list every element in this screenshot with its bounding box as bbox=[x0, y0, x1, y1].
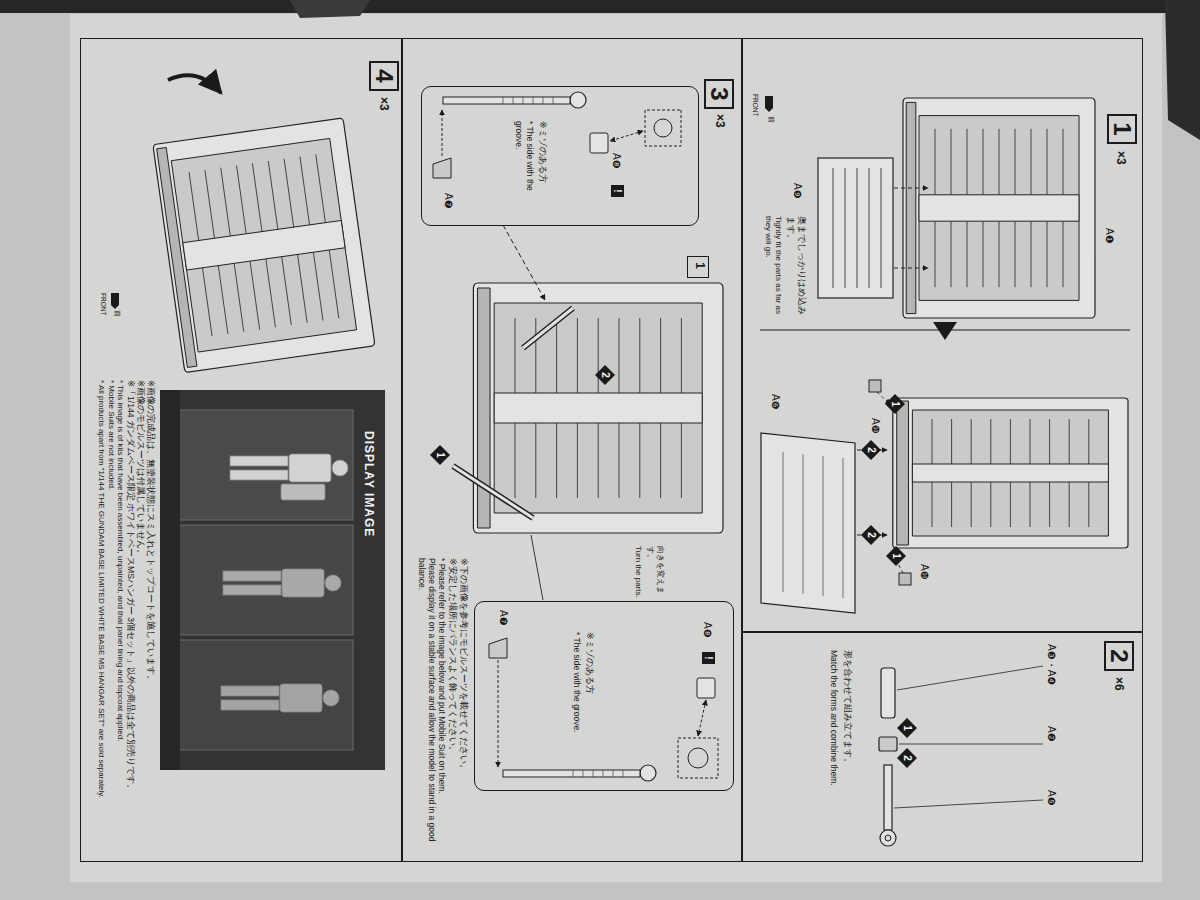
step-number: 1 bbox=[1107, 114, 1137, 144]
step-panel: 1 ×3 bbox=[742, 38, 1143, 632]
callout-box: A❽! ※ミゾのある方* The side with the groove. A❼ bbox=[421, 86, 699, 226]
callout-number: 2 bbox=[862, 441, 880, 459]
reference-box: 1 bbox=[687, 256, 709, 278]
callout-number: 1 bbox=[431, 446, 449, 464]
hangar-with-rods bbox=[453, 225, 723, 600]
quantity: ×6 bbox=[1111, 677, 1126, 691]
part-label: A❸・A❹ bbox=[1045, 644, 1058, 685]
step-number: 3 bbox=[704, 79, 734, 109]
step-panel: 2 ×6 bbox=[742, 632, 1143, 862]
note-text: * Please refer to the image below and pu… bbox=[437, 558, 447, 858]
reference-number: 1 bbox=[691, 257, 708, 274]
part-label: A❻ bbox=[769, 394, 782, 410]
step-number: 4 bbox=[369, 61, 399, 91]
front-mark: FRONT bbox=[751, 94, 759, 116]
callout-number: 2 bbox=[596, 366, 614, 384]
step-number: 2 bbox=[1104, 641, 1134, 671]
callout-number: 2 bbox=[898, 749, 916, 767]
note-text: 奥までしっかりはめ込みます。 bbox=[785, 216, 808, 316]
part-label: A❾ bbox=[791, 183, 804, 199]
part-label: A❽ bbox=[610, 153, 623, 169]
note-text: Please display it on a stable surface an… bbox=[417, 558, 437, 858]
note-column: ※下の画像を参考にモビルスーツを載せてください。※安定した場所にバランスよく飾っ… bbox=[417, 558, 469, 858]
callout-number: 1 bbox=[898, 719, 916, 737]
part-label: A❼ bbox=[442, 193, 455, 209]
hangar-tilted bbox=[153, 75, 375, 372]
note-text: ※下の画像を参考にモビルスーツを載せてください。 bbox=[458, 558, 469, 858]
photo-title: DISPLAY IMAGE bbox=[361, 431, 376, 537]
quantity: ×3 bbox=[376, 97, 391, 111]
note-text: Turn the parts. bbox=[633, 546, 643, 598]
note-column: ※画像の完成品は、無塗装状態にスミ入れとトップコートを施しています。※画像のモビ… bbox=[97, 380, 156, 850]
part-label: A❼ bbox=[497, 610, 510, 626]
warning-icon: ! bbox=[702, 652, 715, 664]
note-text: * Mobile Suits are not included. bbox=[106, 380, 116, 850]
display-photo-image bbox=[160, 390, 385, 770]
note-text: ※画像のモビルスーツは付属していません。 bbox=[136, 380, 146, 850]
part-label: A❺ bbox=[1045, 790, 1058, 806]
callout-number: 2 bbox=[862, 526, 880, 544]
front-mark: 前 bbox=[112, 310, 121, 317]
note-text: Match the forms and combine them. bbox=[828, 650, 839, 850]
instruction-sheet: 1×32×6A❽!※ミゾのある方* The side with the groo… bbox=[80, 38, 1143, 862]
part-label: A❽ bbox=[701, 622, 714, 638]
rod-parts bbox=[879, 666, 1043, 846]
note-text: ※安定した場所にバランスよく飾ってください。 bbox=[447, 558, 458, 858]
note-text: ※ミゾのある方 bbox=[537, 121, 548, 221]
step-divider bbox=[760, 322, 1130, 340]
part-label: A❷ bbox=[1045, 726, 1058, 742]
note-text: * The side with the groove. bbox=[514, 121, 535, 221]
note-text: * The side with the groove. bbox=[571, 632, 582, 742]
note-text: ※画像の完成品は、無塗装状態にスミ入れとトップコートを施しています。 bbox=[146, 380, 156, 850]
callout-number: 1 bbox=[886, 395, 904, 413]
hangar-assembly bbox=[761, 380, 1128, 613]
note-text: ※「1/144 ガンダムベース限定 ホワイトベースMSハンガー 3個セット」以外… bbox=[125, 380, 135, 850]
note-text: * All products apart from "1/144 THE GUN… bbox=[97, 380, 107, 850]
display-photo: DISPLAY IMAGE bbox=[159, 391, 384, 771]
note-text: 形を合わせて組み立てます。 bbox=[842, 650, 853, 850]
note-text: * This image is of kits that have been a… bbox=[116, 380, 126, 850]
part-label: A❿ bbox=[869, 418, 882, 434]
note-text: ※ミゾのある方 bbox=[584, 632, 595, 742]
quantity: ×3 bbox=[1113, 151, 1128, 165]
hangar-frame bbox=[818, 98, 1095, 318]
warning-icon: ! bbox=[611, 185, 624, 197]
part-label: A❿ bbox=[918, 564, 931, 580]
note-text: Tightly fit the parts as far as they wil… bbox=[763, 216, 783, 316]
groove-detail bbox=[433, 92, 718, 781]
callout-number: 1 bbox=[887, 547, 905, 565]
front-mark: 前 bbox=[766, 116, 775, 123]
front-mark: FRONT bbox=[99, 293, 107, 315]
note-text: 向きを変えます。 bbox=[645, 546, 665, 598]
part-label: A❶ bbox=[1103, 228, 1116, 244]
quantity: ×3 bbox=[712, 114, 727, 128]
callout-box: A❽! ※ミゾのある方* The side with the groove. A❼ bbox=[474, 601, 734, 791]
